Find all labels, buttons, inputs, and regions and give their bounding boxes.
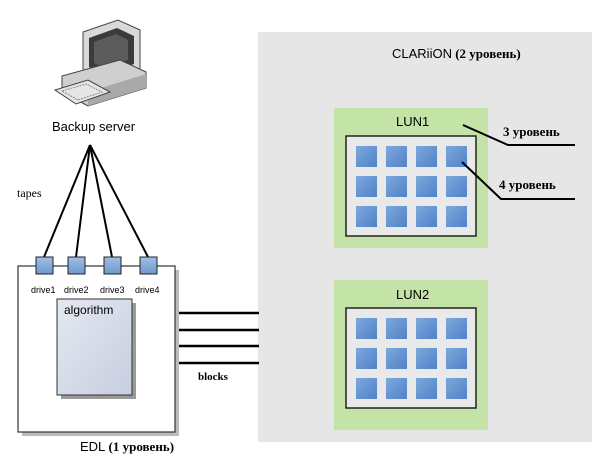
lun1-cell <box>446 176 467 197</box>
backup-server-label: Backup server <box>52 119 136 134</box>
blocks-label: blocks <box>198 371 229 383</box>
lun2-cell <box>386 318 407 339</box>
level4-pointer-line <box>461 161 575 200</box>
drive-label: drive2 <box>64 285 89 295</box>
lun2-cells <box>356 318 467 399</box>
lun2-cell <box>356 318 377 339</box>
lun1-cell <box>416 146 437 167</box>
lun1-cell <box>386 206 407 227</box>
edl-box: drive1 drive2 drive3 drive4 algorithm <box>17 256 179 436</box>
drive-label: drive1 <box>31 285 56 295</box>
lun1-cell <box>386 176 407 197</box>
tape-link <box>89 144 113 258</box>
edl-label: EDL (1 уровень) <box>80 439 174 454</box>
lun1-cell <box>416 206 437 227</box>
lun2-cell <box>356 348 377 369</box>
lun2-cell <box>416 318 437 339</box>
lun1-cell <box>446 206 467 227</box>
tape-link <box>43 144 91 258</box>
lun1-cell <box>416 176 437 197</box>
drive-label: drive4 <box>135 285 160 295</box>
level4-annotation: 4 уровень <box>461 161 575 200</box>
lun2-cell <box>416 378 437 399</box>
lun2-cell <box>386 378 407 399</box>
algorithm-panel <box>56 298 133 396</box>
drive-icon <box>67 256 86 275</box>
lun1-cell <box>386 146 407 167</box>
lun1: LUN1 <box>334 108 488 248</box>
tapes-label: tapes <box>17 186 42 200</box>
lun2-label: LUN2 <box>396 287 429 302</box>
computer-icon <box>53 19 147 107</box>
lun1-cell <box>356 206 377 227</box>
tape-connections <box>43 144 149 258</box>
level4-label: 4 уровень <box>499 177 556 192</box>
clariion-label: CLARiiON (2 уровень) <box>392 46 521 61</box>
lun1-cell <box>356 176 377 197</box>
lun2: LUN2 <box>334 280 488 430</box>
lun2-cell <box>446 348 467 369</box>
block-connections <box>175 311 259 365</box>
drive-label: drive3 <box>100 285 125 295</box>
lun2-cell <box>446 318 467 339</box>
drive-icon <box>103 256 122 275</box>
lun1-cell <box>446 146 467 167</box>
drive-icon <box>139 256 158 275</box>
lun2-cell <box>446 378 467 399</box>
lun2-cell <box>356 378 377 399</box>
tape-link <box>75 144 91 258</box>
algorithm-label: algorithm <box>64 303 113 317</box>
lun2-cell <box>416 348 437 369</box>
drive-icon <box>35 256 54 275</box>
level3-label: 3 уровень <box>503 124 560 139</box>
lun1-cells <box>356 146 467 227</box>
tape-link <box>89 144 149 258</box>
lun2-cell <box>386 348 407 369</box>
level3-annotation: 3 уровень <box>462 124 575 146</box>
lun1-cell <box>356 146 377 167</box>
lun1-label: LUN1 <box>396 114 429 129</box>
level3-pointer-line <box>462 124 575 146</box>
